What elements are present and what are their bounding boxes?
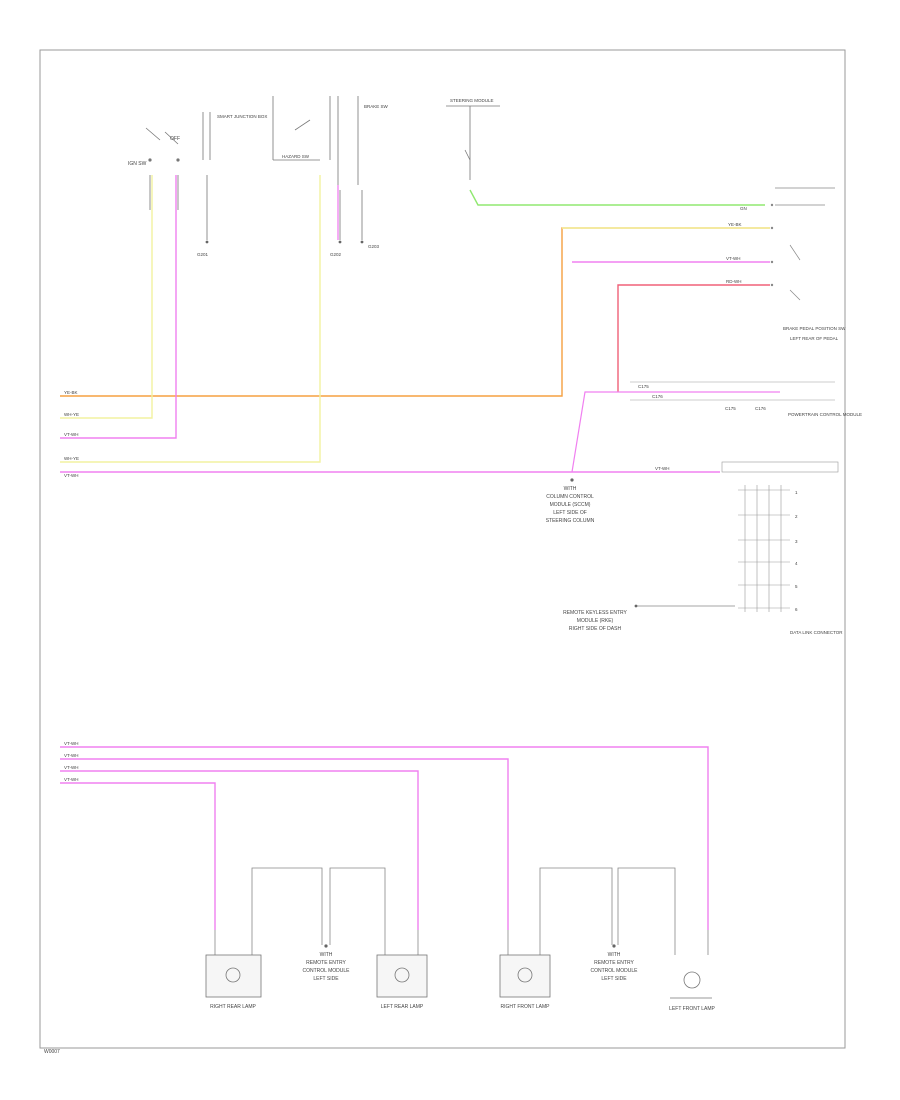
rke-junction-icon <box>634 604 638 608</box>
note-title: WITH <box>564 486 577 492</box>
wire-green <box>469 189 765 206</box>
lamp-connectors <box>214 930 709 955</box>
brake-pedal-sub: LEFT REAR OF PEDAL <box>790 336 839 341</box>
lamp-2-label: LEFT REAR LAMP <box>381 1004 424 1010</box>
lamp-boxes <box>205 954 551 998</box>
note-b-line-2: CONTROL MODULE <box>590 968 638 974</box>
note-line-3: LEFT SIDE OF <box>553 510 587 516</box>
rke-line-1: REMOTE KEYLESS ENTRY <box>563 610 627 616</box>
pin-icon <box>770 226 774 230</box>
wire-red <box>617 284 770 392</box>
wire-label-pink-left: VT-WH <box>64 432 79 437</box>
ign-pos-label: OFF <box>170 136 180 142</box>
dlc-pin-3: 3 <box>795 539 798 544</box>
lamp-1-box <box>205 954 262 998</box>
pin-icon <box>770 283 774 287</box>
dlc-pin-4: 4 <box>795 561 798 566</box>
wire-label-bottom-2: VT-WH <box>64 753 79 758</box>
note-line-4: STEERING COLUMN <box>546 518 595 524</box>
pcm-col-b: C176 <box>755 406 766 411</box>
wire-label-bottom-1: VT-WH <box>64 741 79 746</box>
note-a-line-1: REMOTE ENTRY <box>306 960 346 966</box>
ignition-switch-label: IGN SW <box>128 161 147 167</box>
hazard-switch <box>272 96 359 185</box>
wire-label-orange: YE-BK <box>64 390 78 395</box>
wire-label-pink-left2: VT-WH <box>64 473 79 478</box>
wire-yellow-left <box>60 175 153 419</box>
wire-label-yellow-top: YE-BK <box>728 222 742 227</box>
note-a-dot-icon <box>324 944 328 948</box>
steering-module <box>446 105 500 180</box>
pcm-connector <box>630 381 835 401</box>
wire-label-bottom-4: VT-WH <box>64 777 79 782</box>
dlc-grid <box>721 461 839 612</box>
pcm-label: POWERTRAIN CONTROL MODULE <box>788 412 862 417</box>
wire-orange <box>60 227 770 397</box>
ground-right-icon <box>360 240 364 244</box>
lamp-3-box <box>499 954 551 998</box>
lamp-1-label: RIGHT REAR LAMP <box>210 1004 256 1010</box>
dlc-pin-5: 5 <box>795 584 798 589</box>
note-b-line-3: LEFT SIDE <box>601 976 627 982</box>
wire-label-pink-bus: VT-WH <box>655 466 670 471</box>
dlc-pin-1: 1 <box>795 490 798 495</box>
hazard-switch-label: HAZARD SW <box>282 154 310 159</box>
steering-module-label: STEERING MODULE <box>450 98 494 103</box>
wire-label-yellow-left2: WH-YE <box>64 456 79 461</box>
dlc-pin-6: 6 <box>795 607 798 612</box>
rke-line-2: MODULE (RKE) <box>577 618 614 624</box>
note-line-2: MODULE (SCCM) <box>550 502 591 508</box>
ground-left-label: G201 <box>197 252 209 257</box>
wire-label-yellow-left: WH-YE <box>64 412 79 417</box>
dlc-pin-2: 2 <box>795 514 798 519</box>
pcm-pin-1: C175 <box>638 384 649 389</box>
brake-pedal-switch <box>775 187 835 301</box>
footer-code: W0007 <box>44 1049 60 1055</box>
diagram-frame <box>39 49 846 1049</box>
dlc-label: DATA LINK CONNECTOR <box>790 630 843 635</box>
pin-icon <box>770 203 774 207</box>
ground-mid-icon <box>338 240 342 244</box>
wire-bottom-3 <box>60 770 419 930</box>
ignition-switch <box>145 127 180 162</box>
wire-bottom-4 <box>60 782 216 930</box>
note-b-line-0: WITH <box>608 952 621 958</box>
lamp-2-box <box>376 954 428 998</box>
wire-label-bottom-3: VT-WH <box>64 765 79 770</box>
note-a-line-3: LEFT SIDE <box>313 976 339 982</box>
wire-label-red: RD-WH <box>726 279 742 284</box>
fuse-junction-label: SMART JUNCTION BOX <box>217 114 267 119</box>
pin-icon <box>770 260 774 264</box>
brake-pedal-title: BRAKE PEDAL POSITION SW <box>783 326 846 331</box>
ground-loops <box>251 867 676 930</box>
junction-dot-icon <box>570 478 574 482</box>
lamp-4-label: LEFT FRONT LAMP <box>669 1006 715 1012</box>
lamp-3-label: RIGHT FRONT LAMP <box>501 1004 551 1010</box>
lamp-symbols <box>225 967 712 999</box>
pcm-pin-2: C176 <box>652 394 663 399</box>
pcm-col-a: C175 <box>725 406 736 411</box>
brake-switch-label: BRAKE SW <box>364 104 389 109</box>
ground-mid-label: G202 <box>330 252 342 257</box>
note-b-line-1: REMOTE ENTRY <box>594 960 634 966</box>
wire-yellow-left2 <box>60 175 321 463</box>
top-connectors <box>149 175 363 240</box>
note-a-line-0: WITH <box>320 952 333 958</box>
ground-right-label: G203 <box>368 244 380 249</box>
wire-bottom-1 <box>60 746 709 930</box>
note-line-1: COLUMN CONTROL <box>546 494 594 500</box>
note-b-dot-icon <box>612 944 616 948</box>
wire-label-green: GN <box>740 206 747 211</box>
wire-bottom-2 <box>60 758 509 930</box>
wire-pink-left <box>60 175 177 439</box>
note-a-line-2: CONTROL MODULE <box>302 968 350 974</box>
wire-label-pink-mid: VT-WH <box>726 256 741 261</box>
rke-line-3: RIGHT SIDE OF DASH <box>569 626 622 632</box>
ground-left-icon <box>205 240 209 244</box>
wire-pink-bus-branch <box>571 391 780 473</box>
